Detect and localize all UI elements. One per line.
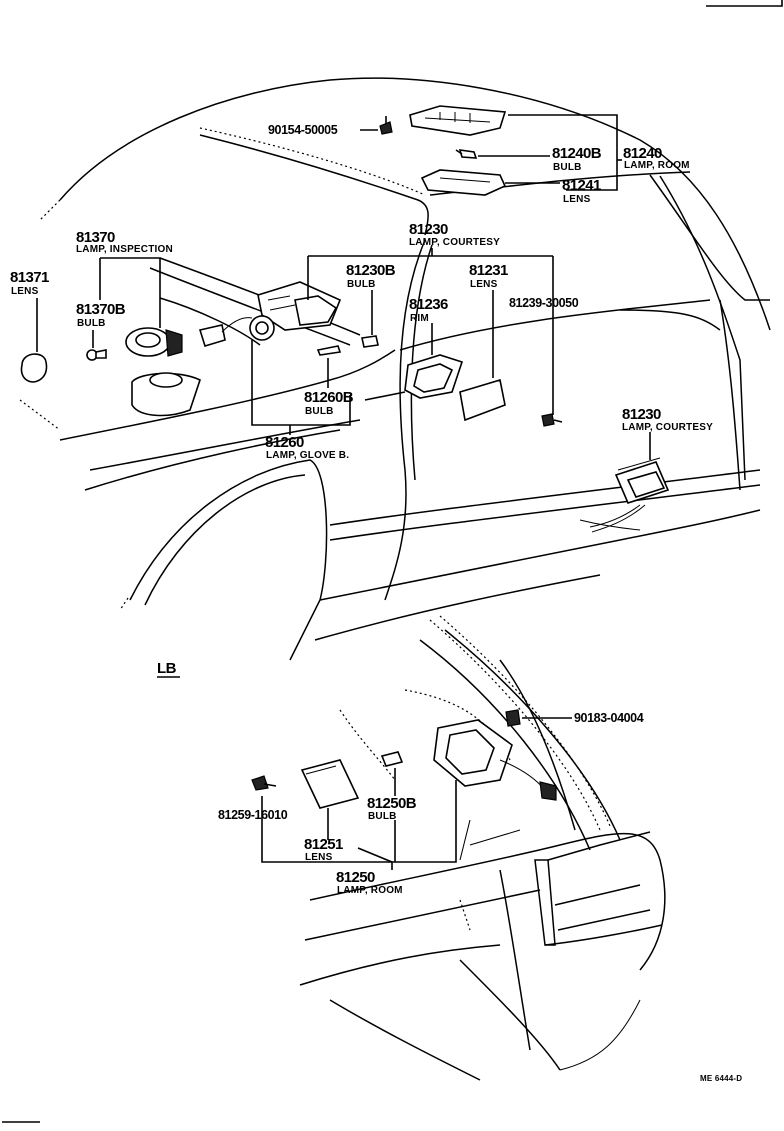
part-callout-p81371: 81371 LENS [10,269,50,297]
glove-box-lamp-drawing [257,281,342,331]
part-number: 81239-30050 [509,296,579,310]
courtesy-lens-drawing [459,378,506,422]
part-number: 81231 [469,262,508,279]
leader-lines-lower [261,717,572,870]
screw-90154-drawing [379,116,393,135]
part-number: 81230B [346,262,396,279]
part-callout-p81250: 81250 LAMP, ROOM [336,869,403,896]
part-callout-p81230B: 81230B BULB [346,262,396,290]
part-callout-p81230b: 81230 LAMP, COURTESY [622,406,713,433]
section-label: LB [157,660,177,677]
inspection-bulb-drawing [86,349,107,361]
part-desc: RIM [410,313,429,324]
part-number: 81260B [304,389,354,406]
bulb-81240B-drawing [455,149,478,159]
cargo-screw-drawing [251,775,277,791]
part-desc: LENS [305,852,333,863]
part-number: 90154-50005 [268,123,338,137]
part-desc: BULB [347,279,376,290]
room-lamp-lens-drawing [420,169,507,196]
part-desc: BULB [77,318,106,329]
part-number: 81250 [336,869,375,886]
part-number: 81250B [367,795,417,812]
part-callout-p90154: 90154-50005 [268,123,338,137]
part-callout-p81240: 81240 LAMP, ROOM [623,145,690,171]
glove-bulb-drawing [316,345,342,356]
courtesy-bulb-upper-drawing [361,335,379,348]
cargo-room-lamp-drawing [433,719,557,801]
part-callout-p81370B: 81370B BULB [76,301,126,329]
glove-b-lamp-socket-drawing [198,315,275,347]
courtesy-rim-drawing [404,354,464,399]
part-number: 81370B [76,301,126,318]
car-body-lower [299,615,666,1081]
cargo-clip-drawing [505,709,521,727]
section-label-lb: LB [157,660,180,678]
part-callout-p81239: 81239-30050 [509,296,579,310]
part-callout-p81241: 81241 LENS [562,177,602,205]
courtesy-screw-drawing [541,413,563,427]
part-desc: LAMP, INSPECTION [76,244,173,255]
part-desc: LAMP, ROOM [337,885,403,896]
inspection-lens-drawing [20,353,48,383]
part-number: 81260 [265,434,304,451]
part-callout-p81370: 81370 LAMP, INSPECTION [76,229,173,255]
part-callout-p81231: 81231 LENS [469,262,509,290]
drawing-code: ME 6444-D [700,1074,742,1083]
part-number: 81370 [76,229,115,246]
cargo-lens-drawing [300,759,360,809]
part-desc: LAMP, ROOM [624,160,690,171]
part-callout-p81236: 81236 RIM [409,296,449,324]
part-callout-p81251: 81251 LENS [304,836,344,863]
part-number: 81251 [304,836,343,853]
part-callout-p81250B: 81250B BULB [367,795,417,822]
leader-lines-upper [36,114,651,460]
part-number: 81240B [552,145,602,162]
part-callout-p81260: 81260 LAMP, GLOVE B. [265,434,349,461]
part-desc: LENS [11,286,39,297]
part-callout-p81240B: 81240B BULB [552,145,602,173]
part-number: 81230 [409,221,448,238]
part-desc: LAMP, COURTESY [622,422,713,433]
cargo-bulb-drawing [380,751,404,767]
part-number: 81236 [409,296,448,313]
part-callout-p81230a: 81230 LAMP, COURTESY [409,221,500,248]
part-desc: LAMP, COURTESY [409,237,500,248]
part-desc: LENS [563,194,591,205]
part-number: 81241 [562,177,601,194]
inspection-lamp-drawing [125,327,183,357]
frame-corner-mark [706,0,783,7]
part-number: 81230 [622,406,661,423]
part-callout-p81259: 81259-16010 [218,808,288,822]
room-lamp-assembly-drawing [409,105,507,136]
part-number: 81240 [623,145,662,162]
part-desc: BULB [553,162,582,173]
part-desc: LAMP, GLOVE B. [266,450,349,461]
courtesy-lamp-door-drawing [589,457,670,533]
part-callout-p90183: 90183-04004 [574,711,644,725]
part-desc: LENS [470,279,498,290]
part-number: 81371 [10,269,49,286]
part-number: 81259-16010 [218,808,288,822]
part-desc: BULB [305,406,334,417]
part-number: 90183-04004 [574,711,644,725]
part-desc: BULB [368,811,397,822]
part-callout-p81260B: 81260B BULB [304,389,354,417]
drawing-code-text: ME 6444-D [700,1074,742,1083]
